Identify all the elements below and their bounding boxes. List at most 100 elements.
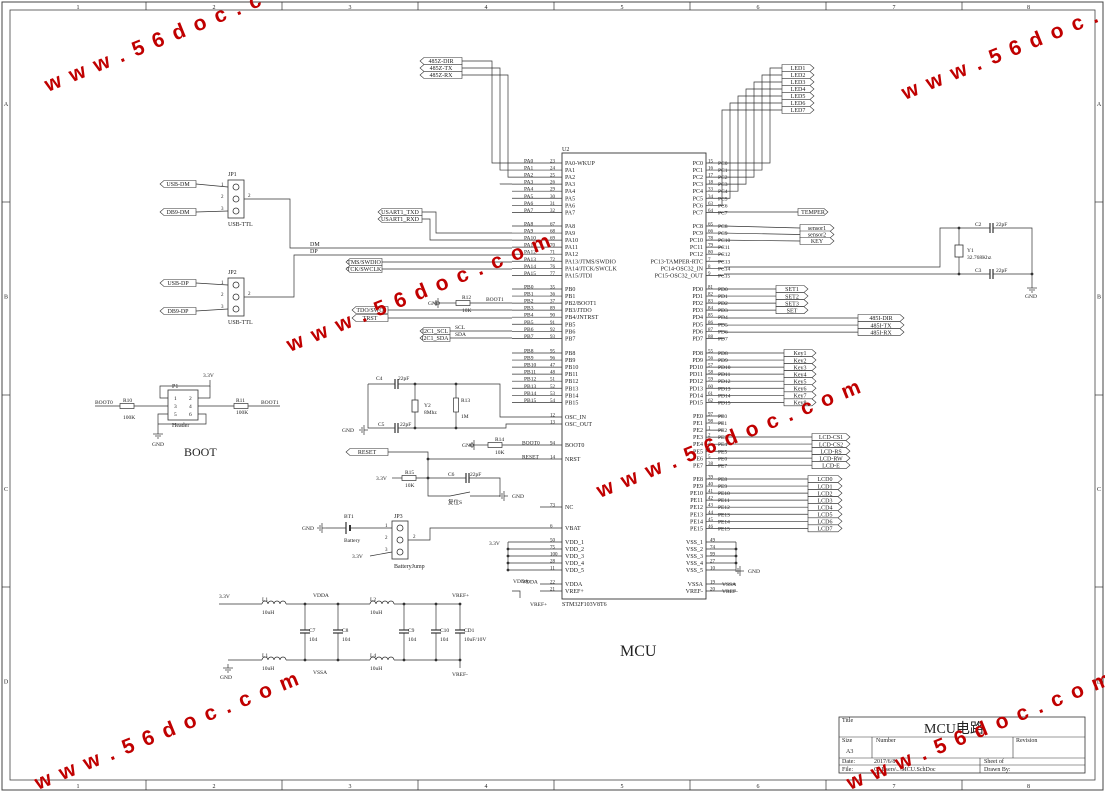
mcu-pin-number: 94 — [550, 442, 556, 447]
mcu-pin-net: PD9 — [718, 358, 728, 364]
mcu-pin-net: PE14 — [718, 519, 730, 525]
mcu-pin-number: 38 — [708, 462, 714, 467]
r11-value: 100K — [236, 410, 248, 416]
mcu-pin-number: 83 — [708, 300, 714, 305]
jp3-pin — [397, 549, 403, 555]
mcu-pin-number: 13 — [550, 421, 556, 426]
junction — [507, 548, 510, 551]
junction — [459, 603, 462, 606]
l2-value: 10uH — [370, 610, 382, 616]
mcu-pin-name: PA1 — [565, 168, 575, 174]
mcu-pin-name: PA10 — [565, 238, 578, 244]
p1-pin-number: 3 — [174, 404, 177, 410]
mcu-pin-net: PE6 — [718, 456, 727, 462]
mcu-pin-name: VSSA — [688, 582, 704, 588]
mcu-pin-name: PD15 — [689, 400, 703, 406]
mcu-pin-net: PB10 — [524, 363, 536, 369]
l1a-value: 10uH — [262, 610, 274, 616]
net-dm: DM — [310, 242, 320, 248]
mcu-pin-name: PB13 — [565, 386, 578, 392]
size-label: Size — [842, 738, 853, 744]
mcu-pin-number: 51 — [550, 378, 556, 383]
junction — [735, 548, 738, 551]
mcu-pin-name: VDDA — [565, 582, 583, 588]
zone-number-top: 7 — [893, 5, 896, 11]
mcu-pin-number: 44 — [708, 511, 714, 516]
wire-vrefp — [512, 591, 520, 598]
mcu-pin-net: PA5 — [524, 194, 534, 200]
mcu-pin-number: 8 — [708, 265, 711, 270]
mcu-pin-number: 33 — [708, 188, 714, 193]
mcu-pin-number: 29 — [550, 188, 556, 193]
mcu-pin-name: OSC_OUT — [565, 422, 592, 428]
mcu-pin-number: 20 — [710, 588, 716, 593]
zone-number-bottom: 5 — [621, 784, 624, 790]
r13-value: 1M — [461, 414, 469, 420]
mcu-pin-net: PC0 — [718, 161, 728, 167]
c5-ref: C5 — [378, 422, 385, 428]
r10-value: 100K — [123, 415, 135, 421]
mcu-pin-number: 58 — [708, 371, 714, 376]
mcu-pin-name: PD8 — [692, 351, 703, 357]
zone-letter-right: A — [1097, 102, 1102, 108]
jp3-pin-number: 3 — [385, 548, 388, 553]
mcu-pin-number: 48 — [550, 371, 556, 376]
mcu-pin-net: PA6 — [524, 201, 534, 207]
mcu-pin-number: 36 — [550, 293, 556, 298]
mcu-pin-net: PE11 — [718, 498, 730, 504]
junction — [735, 562, 738, 565]
junction — [507, 562, 510, 565]
junction — [958, 273, 961, 276]
mcu-pin-net: PE1 — [718, 421, 727, 427]
mcu-body — [562, 153, 706, 599]
y1-value: 32.768Khz — [967, 255, 992, 261]
mcu-pin-number: 19 — [710, 581, 716, 586]
mcu-pin-net: PD0 — [718, 287, 728, 293]
mcu-pin-number: 60 — [708, 385, 714, 390]
mcu-pin-number: 17 — [708, 174, 714, 179]
mcu-pins: PA0-WKUP23PA0PA124PA1PA225PA2PA326PA3PA4… — [512, 159, 738, 596]
c7-value: 104 — [309, 637, 318, 643]
junction — [507, 569, 510, 572]
mcu-pin-number: 95 — [550, 350, 556, 355]
c8-value: 104 — [342, 637, 351, 643]
mcu-pin-number: 1 — [708, 427, 711, 432]
reset-switch — [450, 492, 470, 496]
jp3-pin — [397, 537, 403, 543]
mcu-pin-net: PC7 — [718, 210, 728, 216]
mcu-pin-net: PC6 — [718, 203, 728, 209]
port-usart1-rxd-label: USART1_RXD — [381, 217, 420, 223]
net-gnd-r12: GND — [428, 301, 440, 307]
mcu-pin-net: PA4 — [524, 187, 534, 193]
port-db9-dm-label: DB9-DM — [166, 210, 190, 216]
r11-body — [234, 404, 248, 409]
watermark-top-left: w w w . 5 6 d o c . c o m — [40, 0, 313, 97]
mcu-pin-name: PC11 — [690, 245, 703, 251]
mcu-pin-net: PD2 — [718, 301, 728, 307]
junction — [414, 427, 417, 430]
zone-letter-left: B — [4, 295, 8, 301]
mcu-pin-number: 32 — [550, 209, 556, 214]
jp3-pin2-number: 2 — [413, 535, 416, 540]
net-gnd-reset: GND — [512, 494, 524, 500]
number-label: Number — [876, 738, 896, 744]
mcu-pin-number: 23 — [550, 160, 556, 165]
mcu-pin-name: PB1 — [565, 294, 575, 300]
mcu-pin-number: 24 — [550, 167, 556, 172]
port-usb-dp-label: USB-DP — [167, 281, 189, 287]
c3-value: 22pF — [996, 268, 1007, 274]
mcu-pin-number: 47 — [550, 364, 556, 369]
zone-letter-left: A — [4, 102, 9, 108]
jp2-pin — [233, 306, 239, 312]
net-scl: SCL — [455, 325, 466, 331]
jp1-name: USB-TTL — [228, 222, 253, 228]
mcu-pin-net: PE10 — [718, 491, 730, 497]
y1-ref: Y1 — [967, 248, 974, 254]
mcu-pin-name: VSS_3 — [686, 554, 703, 560]
mcu-pin-name: VDD_1 — [565, 540, 584, 546]
jp3-ref: JP3 — [394, 514, 403, 520]
mcu-pin-name: PD3 — [692, 308, 703, 314]
mcu-pin-net: PB11 — [524, 370, 536, 376]
mcu-pin-name: PC15-OSC32_OUT — [655, 273, 704, 279]
mcu-pin-name: PC9 — [693, 231, 703, 237]
